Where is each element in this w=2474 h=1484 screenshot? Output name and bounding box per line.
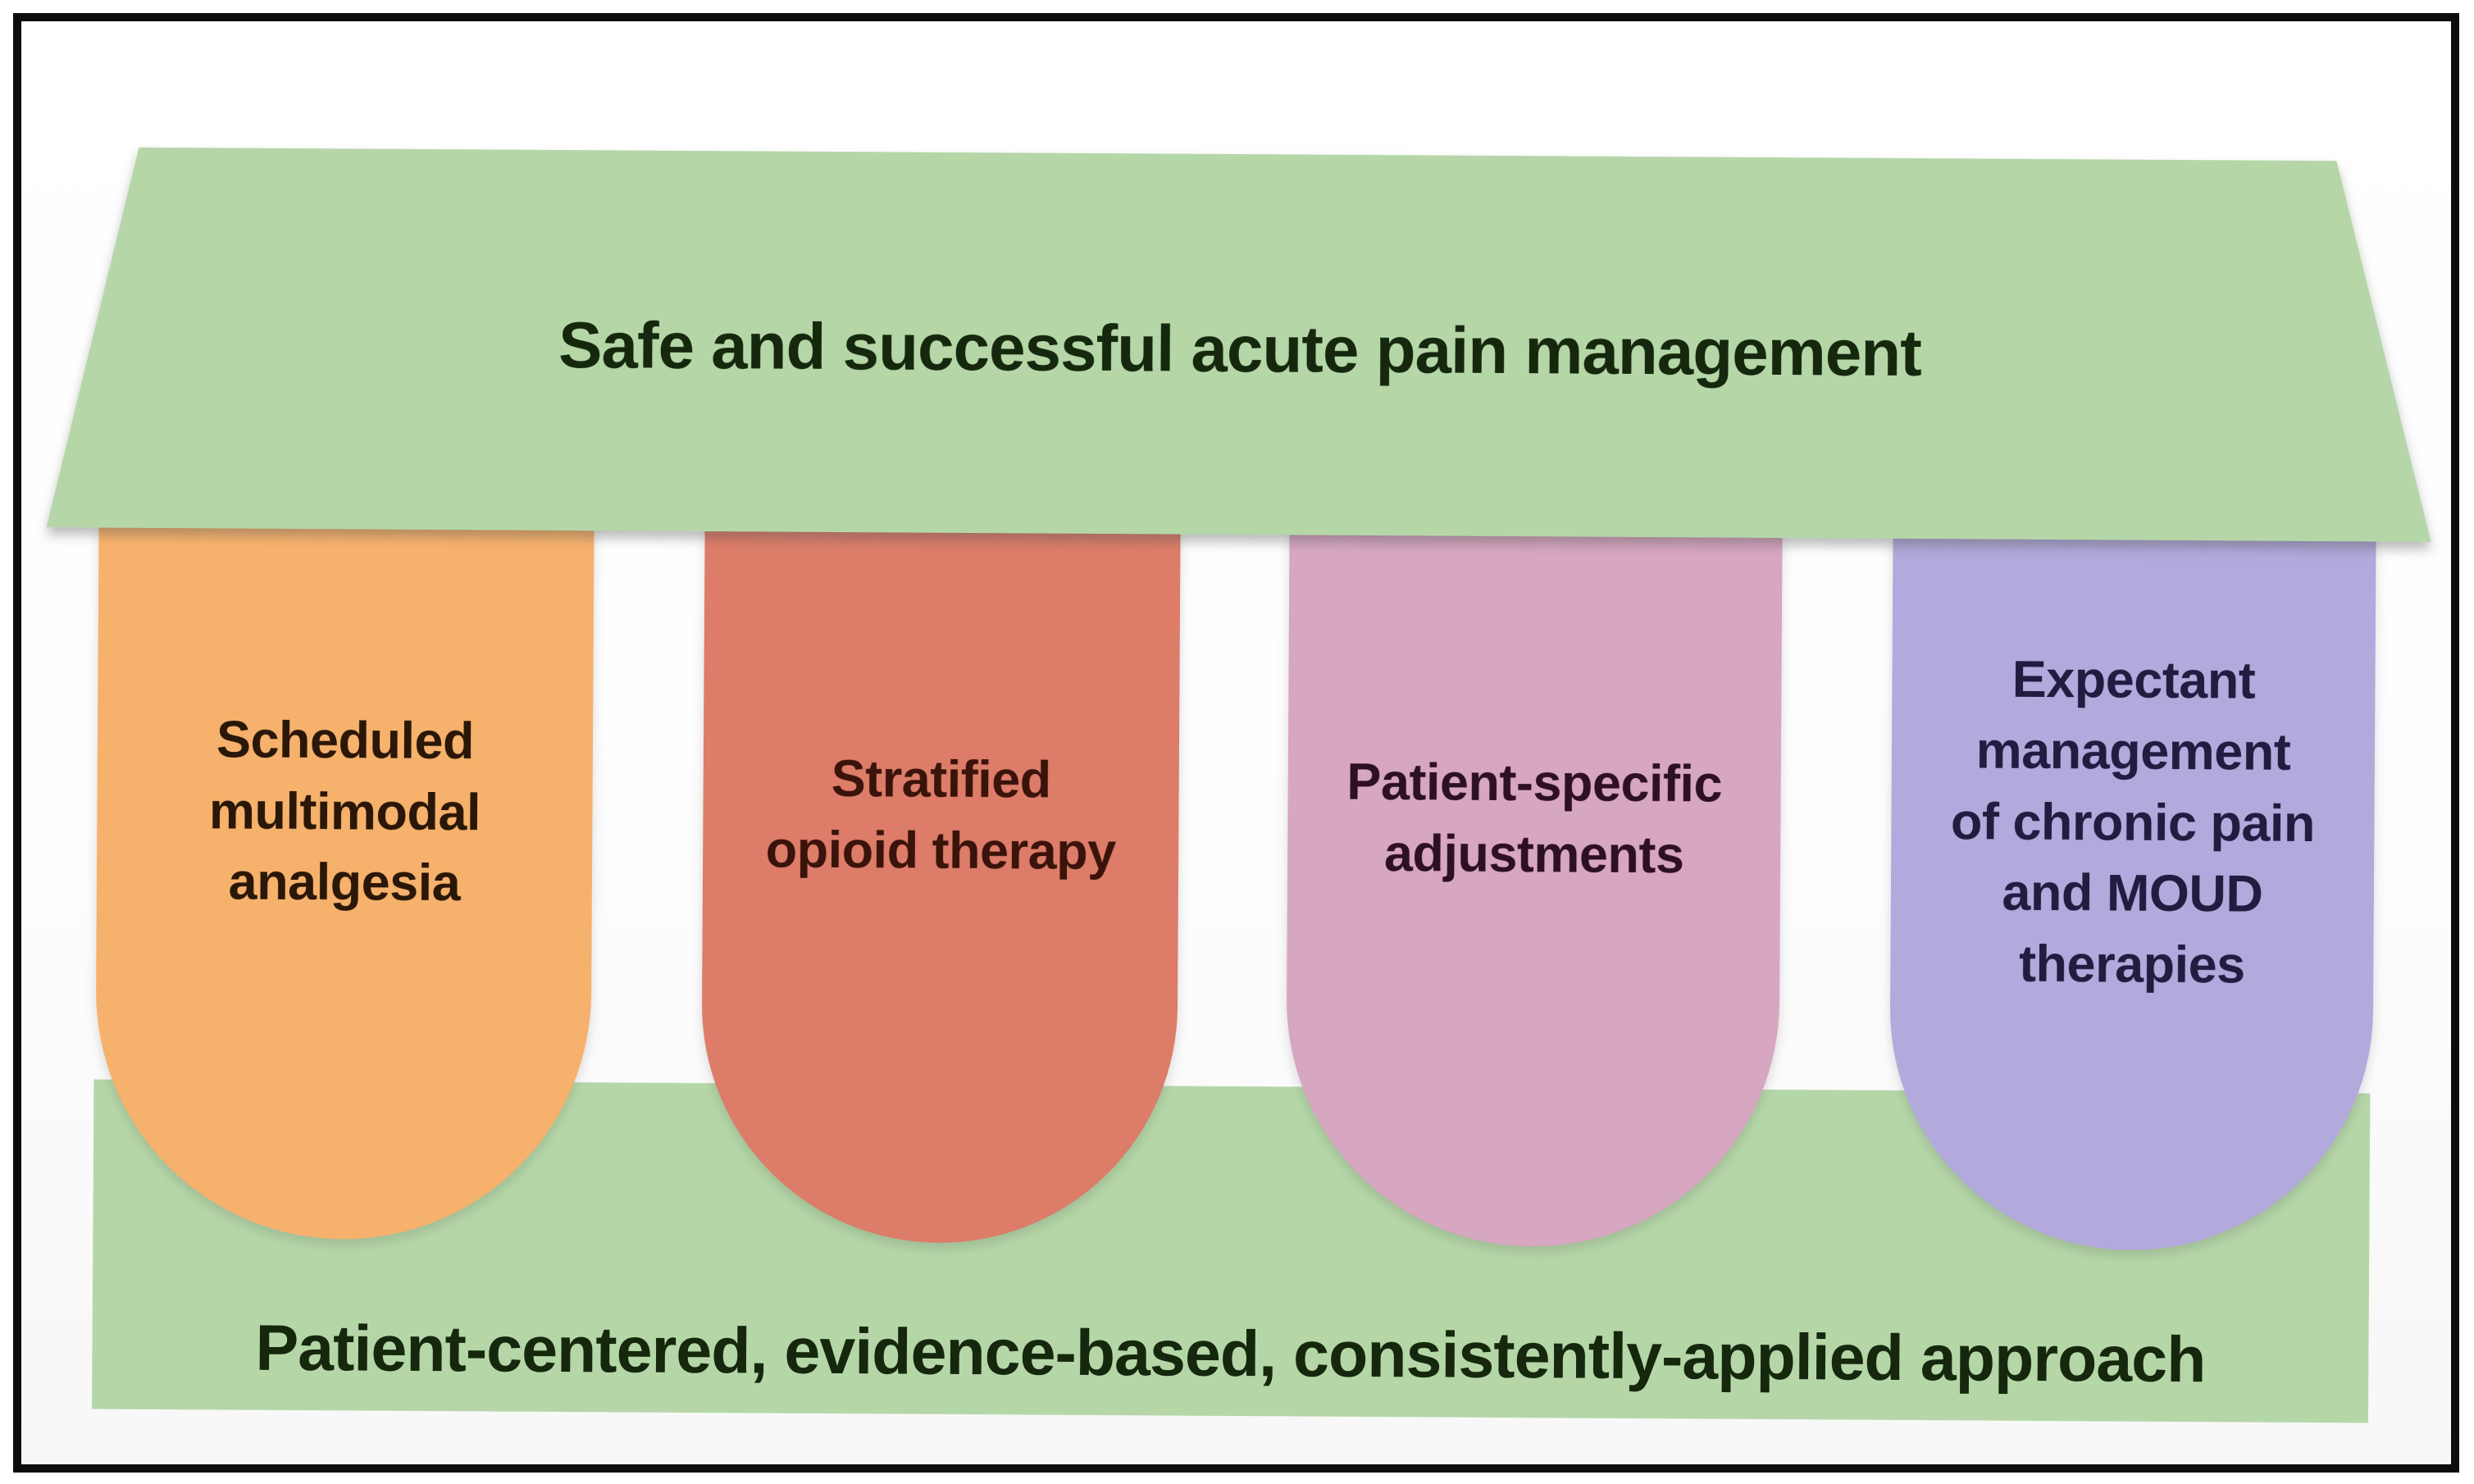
figure-border-frame: Safe and successful acute pain managemen… (13, 13, 2459, 1473)
pillar-stratified-opioid-therapy: Stratified opioid therapy (700, 526, 1181, 1245)
pillar-label-line: and MOUD (2002, 864, 2263, 924)
pillar-label-line: therapies (2018, 935, 2245, 995)
pillar-label-line: Patient-specific (1346, 753, 1723, 813)
pillar-scheduled-multimodal-analgesia: Scheduled multimodal analgesia (94, 522, 595, 1241)
pillar-label-line: of chronic pain (1950, 792, 2316, 853)
pillar-expectant-management-moud: Expectant management of chronic pain and… (1889, 533, 2376, 1252)
base-caption: Patient-centered, evidence-based, consis… (255, 1310, 2206, 1396)
pillar-label: Expectant management of chronic pain and… (1889, 644, 2376, 1142)
pillar-label-line: Stratified (831, 750, 1051, 809)
roof-title: Safe and successful acute pain managemen… (558, 307, 1922, 390)
pillar-label: Patient-specific adjustments (1287, 746, 1781, 1031)
roof-shape-wrapper: Safe and successful acute pain managemen… (47, 147, 2434, 542)
pillar-label-line: opioid therapy (765, 821, 1116, 881)
roof-shape: Safe and successful acute pain managemen… (47, 147, 2434, 542)
pillar-label-line: adjustments (1383, 825, 1684, 885)
temple-diagram: Safe and successful acute pain managemen… (17, 14, 2456, 1472)
pillar-label: Stratified opioid therapy (702, 743, 1179, 1027)
pillar-label: Scheduled multimodal analgesia (96, 703, 594, 1059)
pillar-label-line: management (1975, 722, 2291, 781)
pillar-label-line: analgesia (228, 853, 461, 913)
pillar-label-line: Expectant (2012, 650, 2256, 710)
pillar-label-line: Scheduled (216, 710, 475, 770)
pillar-label-line: multimodal (208, 781, 481, 841)
pillar-patient-specific-adjustments: Patient-specific adjustments (1285, 530, 1783, 1249)
